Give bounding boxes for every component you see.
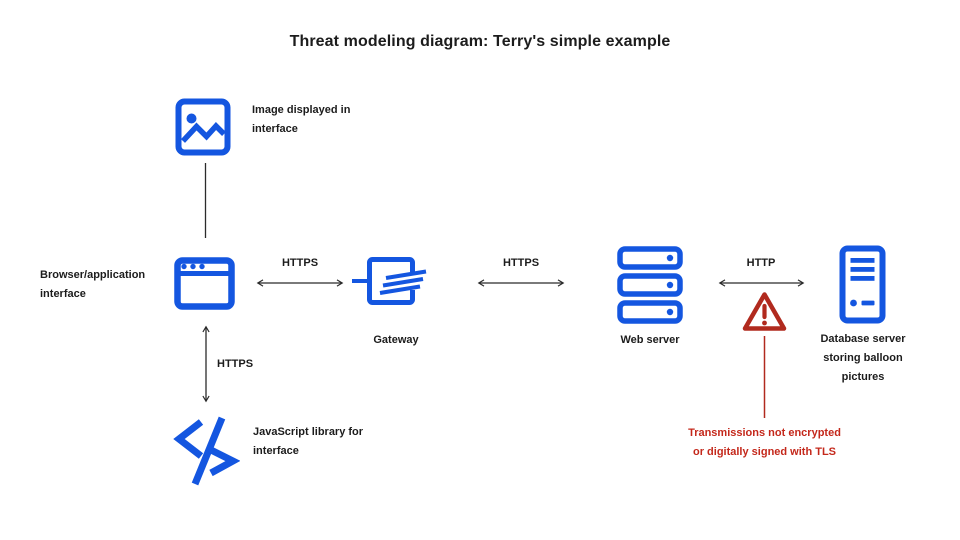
edge-label-https-2: HTTPS xyxy=(502,257,540,269)
js-library-node-label: JavaScript library for interface xyxy=(253,426,364,457)
image-node-label: Image displayed in interface xyxy=(252,104,351,135)
web-server-node-label: Web server xyxy=(620,334,680,346)
tower-server-icon xyxy=(839,245,886,324)
gateway-icon xyxy=(352,257,427,305)
gateway-node-label: Gateway xyxy=(373,334,419,346)
diagram-title: Threat modeling diagram: Terry's simple … xyxy=(289,33,671,50)
database-node-label: Database server storing balloon pictures xyxy=(820,333,906,383)
edge-label-http: HTTP xyxy=(746,257,776,269)
server-stack-icon xyxy=(617,246,683,324)
picture-icon xyxy=(175,98,231,156)
warning-triangle-icon xyxy=(742,292,787,331)
edge-label-https-3: HTTPS xyxy=(217,358,254,370)
code-icon xyxy=(173,416,240,486)
edge-label-https-1: HTTPS xyxy=(281,257,319,269)
threat-description: Transmissions not encrypted or digitally… xyxy=(688,427,841,458)
browser-window-icon xyxy=(174,257,235,310)
browser-node-label: Browser/application interface xyxy=(40,269,146,300)
